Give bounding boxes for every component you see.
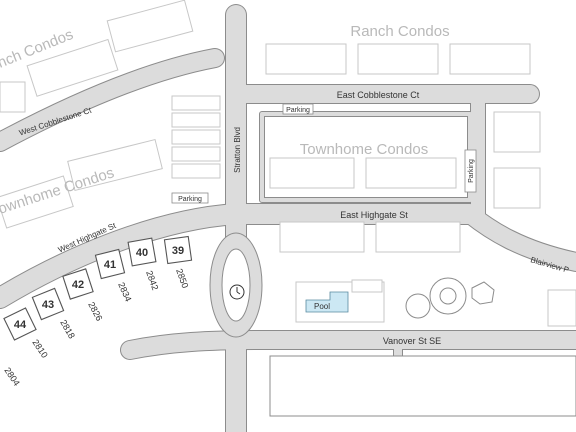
numbered-lots	[3, 235, 193, 341]
area-ranch-condos: Ranch Condos	[350, 23, 449, 40]
lot-address-2850: 2850	[174, 267, 190, 289]
lot-address-2818: 2818	[58, 318, 77, 340]
buildings	[0, 0, 576, 327]
street-east-highgate: East Highgate St	[340, 210, 408, 220]
lot-address-2810: 2810	[30, 338, 49, 360]
lot-number-43: 43	[42, 299, 54, 311]
clock-icon	[229, 284, 245, 300]
pool	[305, 291, 349, 313]
street-vanover: Vanover St SE	[383, 336, 441, 346]
lot-address-2804: 2804	[2, 366, 21, 388]
street-stratton: Stratton Blvd	[233, 127, 242, 173]
parking-labels: Parking Parking Parking	[178, 107, 475, 203]
lot-number-44: 44	[14, 319, 27, 331]
lot-number-39: 39	[172, 245, 184, 257]
pool-label: Pool	[314, 302, 330, 311]
road-network	[0, 4, 576, 432]
lot-address-2826: 2826	[86, 300, 104, 322]
parking-label-stratton: Parking	[178, 196, 202, 203]
parking-label-east: Parking	[468, 159, 475, 183]
lot-address-2842: 2842	[144, 269, 160, 291]
street-east-cobblestone: East Cobblestone Ct	[337, 90, 420, 100]
lot-number-41: 41	[104, 259, 116, 271]
parking-label-cobblestone: Parking	[286, 107, 310, 114]
area-townhome-condos: Townhome Condos	[300, 141, 428, 158]
playground	[405, 277, 495, 319]
parking-box-cobblestone	[282, 103, 314, 115]
lot-address-2834: 2834	[116, 281, 133, 303]
lot-number-40: 40	[136, 247, 148, 259]
parking-box-east	[464, 149, 477, 193]
parking-box-stratton	[171, 192, 209, 204]
lot-labels: 39 40 41 42 43 44	[14, 245, 184, 331]
lot-number-42: 42	[72, 279, 84, 291]
